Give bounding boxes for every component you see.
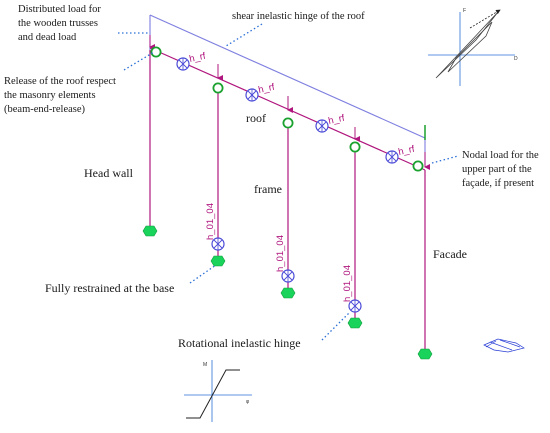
column-hinge-labels: h_01_04 h_01_04 h_01_04 xyxy=(205,203,353,302)
columns xyxy=(149,50,426,353)
annotation-shear-hinge: shear inelastic hinge of the roof xyxy=(232,11,365,22)
roof-hinge-label: h_rf xyxy=(257,82,276,96)
leader-lines xyxy=(118,23,459,341)
moment-axis-label: M xyxy=(203,362,207,368)
beam-end-releases xyxy=(150,46,424,172)
fixed-supports xyxy=(142,225,433,360)
roof-hinge-label: h_rf xyxy=(397,144,416,158)
leader-shear-hinge xyxy=(225,23,263,47)
rotation-axis-label: φ xyxy=(246,399,250,405)
label-facade: Facade xyxy=(433,247,467,261)
shear-axis-top: F xyxy=(463,8,466,14)
leader-fully-restrained xyxy=(189,264,217,284)
svg-text:Release of the roof respect: Release of the roof respect xyxy=(4,76,116,87)
roof-hinge-labels: h_rf h_rf h_rf h_rf xyxy=(188,51,416,158)
svg-text:the masonry elements: the masonry elements xyxy=(4,90,96,101)
svg-text:and dead load: and dead load xyxy=(18,32,77,43)
fixed-support-icon xyxy=(347,317,363,329)
leader-release xyxy=(123,51,155,71)
release-circle xyxy=(282,117,294,129)
release-circle xyxy=(349,141,361,153)
column-rotational-hinges xyxy=(211,237,362,313)
svg-text:façade, if present: façade, if present xyxy=(462,178,534,189)
column-hinge-label: h_01_04 xyxy=(205,203,216,240)
model-thumbnail xyxy=(483,338,525,353)
release-circle xyxy=(412,160,424,172)
fixed-support-icon xyxy=(280,287,296,299)
column-hinge-label: h_01_04 xyxy=(342,265,353,302)
label-roof: roof xyxy=(246,111,266,125)
label-head-wall: Head wall xyxy=(84,166,134,180)
release-circle xyxy=(150,46,162,58)
annotation-release: Release of the roof respect the masonry … xyxy=(4,76,116,115)
svg-text:the wooden trusses: the wooden trusses xyxy=(18,18,98,29)
svg-text:upper part of the: upper part of the xyxy=(462,164,532,175)
inset-shear-hysteresis: F D xyxy=(428,8,518,86)
shear-hinge-icon xyxy=(315,119,329,133)
svg-text:Nodal load for the: Nodal load for the xyxy=(462,150,539,161)
shear-axis-right: D xyxy=(514,56,518,62)
shear-hinge-icon xyxy=(176,57,190,71)
label-frame: frame xyxy=(254,182,282,196)
annotation-nodal-load: Nodal load for the upper part of the faç… xyxy=(462,150,539,189)
roof-hinge-label: h_rf xyxy=(188,51,207,65)
label-rotational-hinge: Rotational inelastic hinge xyxy=(178,336,301,350)
shear-hinge-icon xyxy=(385,150,399,164)
leader-nodal-load xyxy=(431,155,459,164)
svg-text:Distributed load for: Distributed load for xyxy=(18,4,101,15)
fixed-support-icon xyxy=(417,348,433,360)
fixed-support-icon xyxy=(210,255,226,267)
roof-hinge-label: h_rf xyxy=(327,113,346,127)
shear-hinge-icon xyxy=(245,88,259,102)
column-hinge-label: h_01_04 xyxy=(275,235,286,272)
roof-beam xyxy=(149,47,426,171)
fixed-support-icon xyxy=(142,225,158,237)
release-circle xyxy=(212,82,224,94)
load-arrows xyxy=(149,35,430,170)
annotation-distributed-load: Distributed load for the wooden trusses … xyxy=(18,4,101,43)
inset-moment-rotation: M φ xyxy=(184,360,252,422)
svg-text:(beam-end-release): (beam-end-release) xyxy=(4,104,86,115)
label-fully-restrained: Fully restrained at the base xyxy=(45,281,174,295)
leader-rotational-hinge xyxy=(321,311,351,341)
